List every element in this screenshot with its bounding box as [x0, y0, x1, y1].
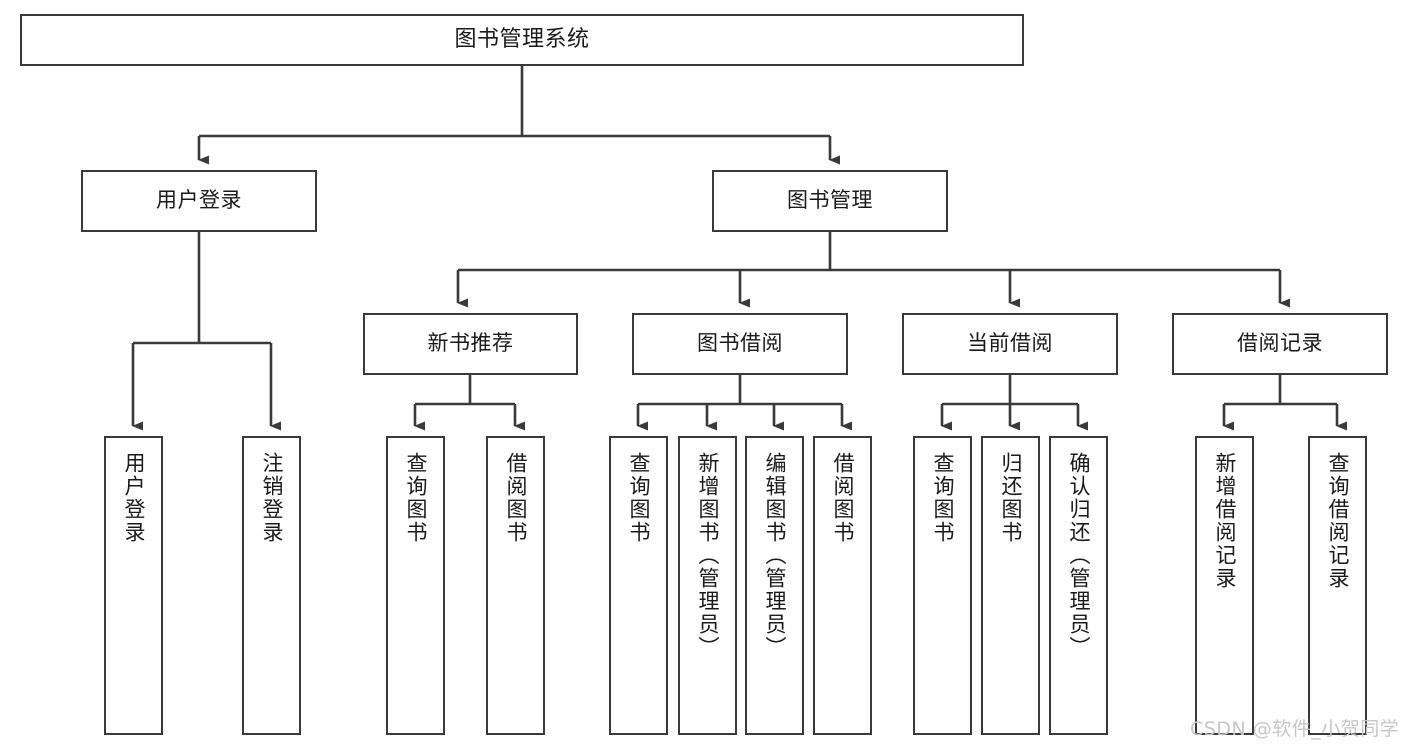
node-current-borrow[interactable]: 当前借阅 — [902, 313, 1118, 375]
node-leaf-query-book-current[interactable]: 查询图书 — [913, 436, 972, 735]
node-label: 图书管理系统 — [454, 26, 590, 52]
node-new-book-recommend[interactable]: 新书推荐 — [363, 313, 578, 375]
node-label: 图书借阅 — [697, 331, 783, 356]
node-label: 查询借阅记录 — [1326, 452, 1350, 590]
node-label: 查询图书 — [627, 452, 651, 544]
node-label: 借阅图书 — [504, 452, 528, 544]
node-leaf-borrow-book-recommend[interactable]: 借阅图书 — [486, 436, 545, 735]
node-root-system[interactable]: 图书管理系统 — [20, 14, 1024, 66]
node-leaf-add-borrow-record[interactable]: 新增借阅记录 — [1195, 436, 1254, 735]
node-leaf-query-borrow-record[interactable]: 查询借阅记录 — [1308, 436, 1367, 735]
node-label: 查询图书 — [404, 452, 428, 544]
node-label: 图书管理 — [787, 188, 873, 213]
node-leaf-edit-book-admin[interactable]: 编辑图书（管理员） — [745, 436, 804, 735]
node-leaf-query-book-borrow[interactable]: 查询图书 — [609, 436, 668, 735]
node-borrow-record[interactable]: 借阅记录 — [1172, 313, 1388, 375]
node-leaf-borrow-book[interactable]: 借阅图书 — [813, 436, 872, 735]
node-label: 当前借阅 — [967, 331, 1053, 356]
node-label: 查询图书 — [931, 452, 955, 544]
node-leaf-confirm-return-admin[interactable]: 确认归还（管理员） — [1049, 436, 1108, 735]
node-leaf-user-login[interactable]: 用户登录 — [104, 436, 163, 735]
node-label: 注销登录 — [260, 452, 284, 544]
node-label: 新增借阅记录 — [1213, 452, 1237, 590]
node-label: 归还图书 — [999, 452, 1023, 544]
node-label: 新书推荐 — [427, 331, 514, 356]
node-label: 确认归还（管理员） — [1067, 452, 1091, 659]
node-label: 编辑图书（管理员） — [763, 452, 787, 659]
node-user-login[interactable]: 用户登录 — [81, 170, 317, 232]
node-leaf-return-book[interactable]: 归还图书 — [981, 436, 1040, 735]
node-label: 用户登录 — [122, 452, 146, 544]
node-label: 借阅记录 — [1237, 331, 1323, 356]
node-book-management[interactable]: 图书管理 — [712, 170, 948, 232]
node-label: 用户登录 — [156, 188, 242, 213]
node-book-borrow[interactable]: 图书借阅 — [632, 313, 848, 375]
node-leaf-add-book-admin[interactable]: 新增图书（管理员） — [678, 436, 737, 735]
node-leaf-query-book-recommend[interactable]: 查询图书 — [386, 436, 445, 735]
node-leaf-logout[interactable]: 注销登录 — [242, 436, 301, 735]
node-label: 新增图书（管理员） — [696, 452, 720, 659]
node-label: 借阅图书 — [831, 452, 855, 544]
